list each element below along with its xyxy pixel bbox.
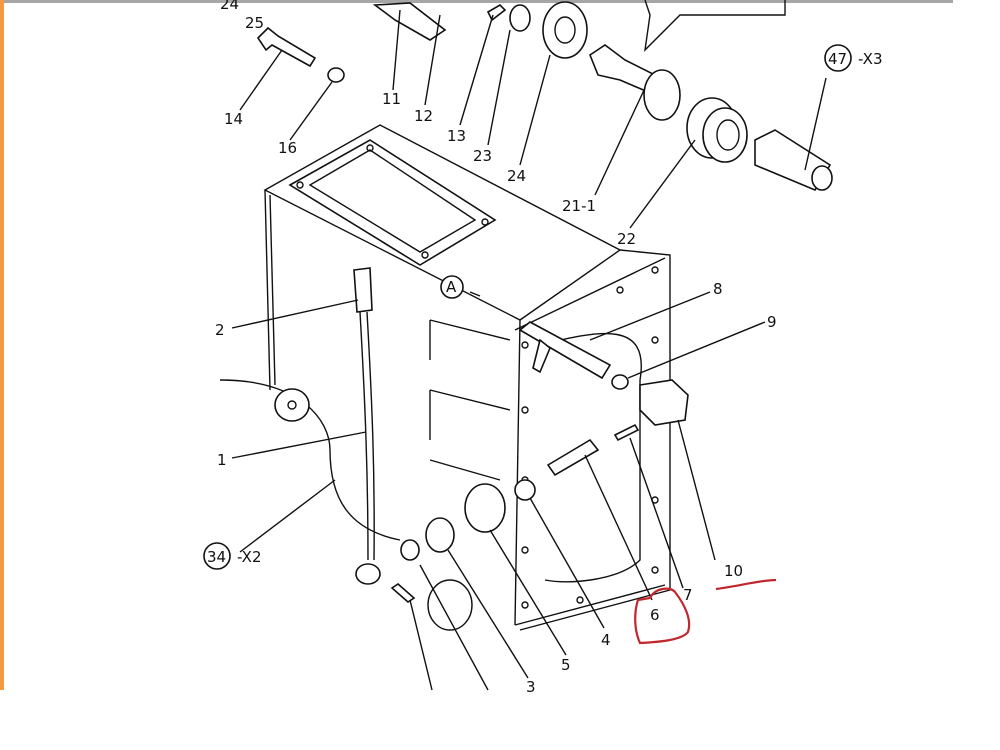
label-14: 14: [224, 110, 243, 128]
label-23: 23: [473, 147, 492, 165]
part-11-12: [372, 2, 447, 41]
plug: [274, 388, 310, 422]
red-underline-annotation: [715, 578, 777, 591]
label-16: 16: [278, 139, 297, 157]
transmission-housing: [219, 124, 671, 631]
label-3: 3: [526, 678, 536, 696]
label-13: 13: [447, 127, 466, 145]
ring-23: [509, 4, 531, 32]
label-8: 8: [713, 280, 723, 298]
label-25: 25: [245, 14, 264, 32]
svg-text:-X2: -X2: [237, 548, 262, 566]
label-21-1: 21-1: [562, 197, 596, 215]
svg-text:47: 47: [828, 50, 847, 68]
label-11: 11: [382, 90, 401, 108]
label-7: 7: [683, 586, 693, 604]
shaft-47: [754, 129, 833, 192]
shaft-21-1: [589, 44, 681, 121]
label-10: 10: [724, 562, 743, 580]
bolt-14: [256, 26, 317, 68]
svg-text:-X3: -X3: [858, 50, 883, 68]
red-circle-annotation: [634, 587, 691, 645]
leader-lines: [231, 9, 827, 691]
svg-text:34: 34: [207, 548, 226, 566]
callout-box: [644, 0, 786, 52]
label-2: 2: [215, 321, 225, 339]
label-24: 24: [507, 167, 526, 185]
shift-lever: [353, 267, 381, 585]
top-border: [4, 0, 953, 3]
shaft-6: [546, 438, 600, 477]
callout-labels: 24 25 14 16 11 12 13 23 24 21-1 22 8 9 2…: [215, 0, 777, 696]
circled-ref-a: A: [440, 275, 464, 299]
part-3: [425, 517, 455, 553]
pin-13: [486, 3, 507, 22]
label-22: 22: [617, 230, 636, 248]
circled-ref-34: 34 -X2: [203, 542, 262, 570]
label-4: 4: [601, 631, 611, 649]
fork-shaft-8: [518, 321, 612, 380]
circled-ref-47: 47 -X3: [824, 44, 883, 72]
label-6: 6: [650, 606, 660, 624]
svg-text:A: A: [446, 278, 457, 296]
label-12: 12: [414, 107, 433, 125]
cover-plate: [288, 139, 497, 266]
pin: [390, 582, 416, 604]
gear-22: [686, 97, 748, 163]
block-10: [639, 379, 689, 426]
label-9: 9: [767, 313, 777, 331]
left-accent-stripe: [0, 0, 4, 690]
bushing: [400, 539, 420, 561]
label-1: 1: [217, 451, 227, 469]
bearing-24: [542, 1, 588, 59]
pin-7: [613, 423, 640, 442]
bushing-4: [514, 479, 536, 501]
label-5: 5: [561, 656, 571, 674]
label-24-top: 24: [220, 0, 239, 13]
washer-16: [327, 67, 345, 83]
seal-5: [464, 483, 506, 533]
o-ring-9: [611, 374, 629, 390]
